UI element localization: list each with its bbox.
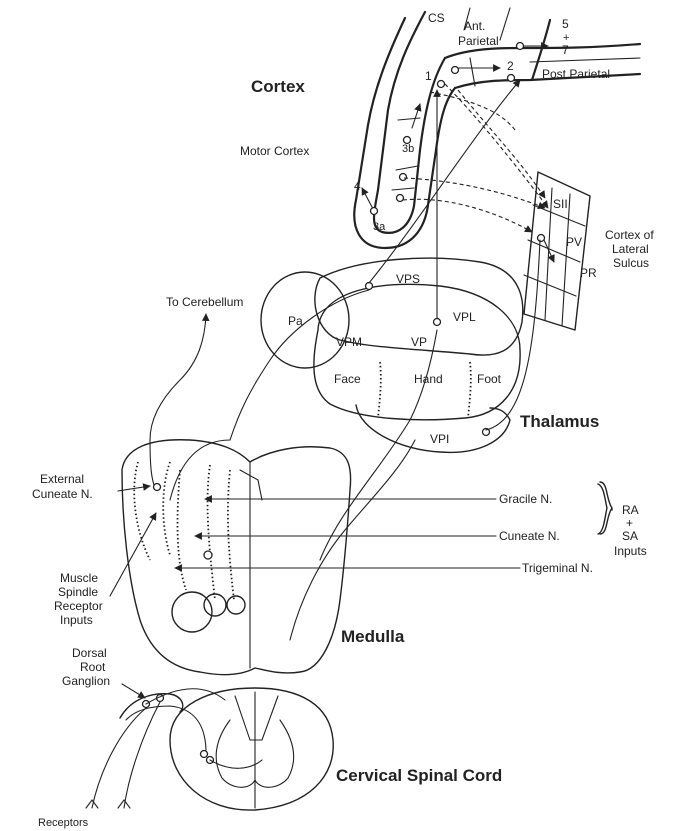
label-area-4: 4 [354, 179, 361, 193]
label-cs: CS [428, 11, 445, 25]
label-external-cuneate-2: Cuneate N. [32, 487, 93, 501]
label-vp: VP [411, 335, 427, 349]
label-area-2: 2 [507, 59, 514, 73]
label-area-7: 7 [562, 43, 569, 57]
label-foot: Foot [477, 372, 502, 386]
label-pr: PR [580, 266, 597, 280]
label-muscle-spindle-3: Receptor [54, 599, 103, 613]
label-lateral-sulcus-1: Cortex of [605, 228, 654, 242]
lateral-sulcus-areas [524, 172, 590, 330]
label-vpl: VPL [453, 310, 476, 324]
label-pv: PV [566, 235, 582, 249]
label-muscle-spindle-4: Inputs [60, 613, 93, 627]
label-inputs-sa: SA [622, 529, 638, 543]
label-medulla: Medulla [341, 627, 405, 646]
label-area-1: 1 [425, 69, 432, 83]
medulla-region [122, 440, 351, 675]
label-area-3a: 3a [373, 221, 386, 233]
label-gracile: Gracile N. [499, 492, 552, 506]
label-cortex: Cortex [251, 77, 305, 96]
label-inputs-ra: RA [622, 503, 639, 517]
label-vps: VPS [396, 272, 420, 286]
label-inputs-word: Inputs [614, 544, 647, 558]
label-drg-2: Root [80, 660, 106, 674]
label-lateral-sulcus-2: Lateral [612, 242, 649, 256]
label-sii: SII [553, 197, 568, 211]
label-area-5: 5 [562, 17, 569, 31]
label-post-parietal: Post Parietal [542, 67, 610, 81]
label-vpm: VPM [336, 335, 362, 349]
label-hand: Hand [414, 372, 443, 386]
label-muscle-spindle-1: Muscle [60, 571, 98, 585]
label-spinal-cord: Cervical Spinal Cord [336, 766, 502, 785]
thalamus-region [261, 258, 523, 452]
label-ant-parietal-1: Ant. [464, 19, 485, 33]
label-pa: Pa [288, 314, 303, 328]
label-external-cuneate-1: External [40, 472, 84, 486]
labels: CS Ant. Parietal 5 + 7 1 2 Post Parietal… [32, 11, 654, 829]
label-to-cerebellum: To Cerebellum [166, 295, 243, 309]
label-drg-3: Ganglion [62, 674, 110, 688]
label-trigeminal: Trigeminal N. [522, 561, 593, 575]
label-lateral-sulcus-3: Sulcus [613, 256, 649, 270]
label-cuneate: Cuneate N. [499, 529, 560, 543]
label-receptors: Receptors [38, 817, 89, 829]
label-inputs-plus: + [626, 516, 633, 530]
label-face: Face [334, 372, 361, 386]
label-muscle-spindle-2: Spindle [58, 585, 98, 599]
label-thalamus: Thalamus [520, 412, 599, 431]
spinal-cord-region [86, 684, 333, 810]
label-drg-1: Dorsal [72, 646, 107, 660]
label-vpi: VPI [430, 432, 449, 446]
label-ant-parietal-2: Parietal [458, 34, 499, 48]
label-motor-cortex: Motor Cortex [240, 144, 309, 158]
label-area-3b: 3b [402, 143, 414, 155]
